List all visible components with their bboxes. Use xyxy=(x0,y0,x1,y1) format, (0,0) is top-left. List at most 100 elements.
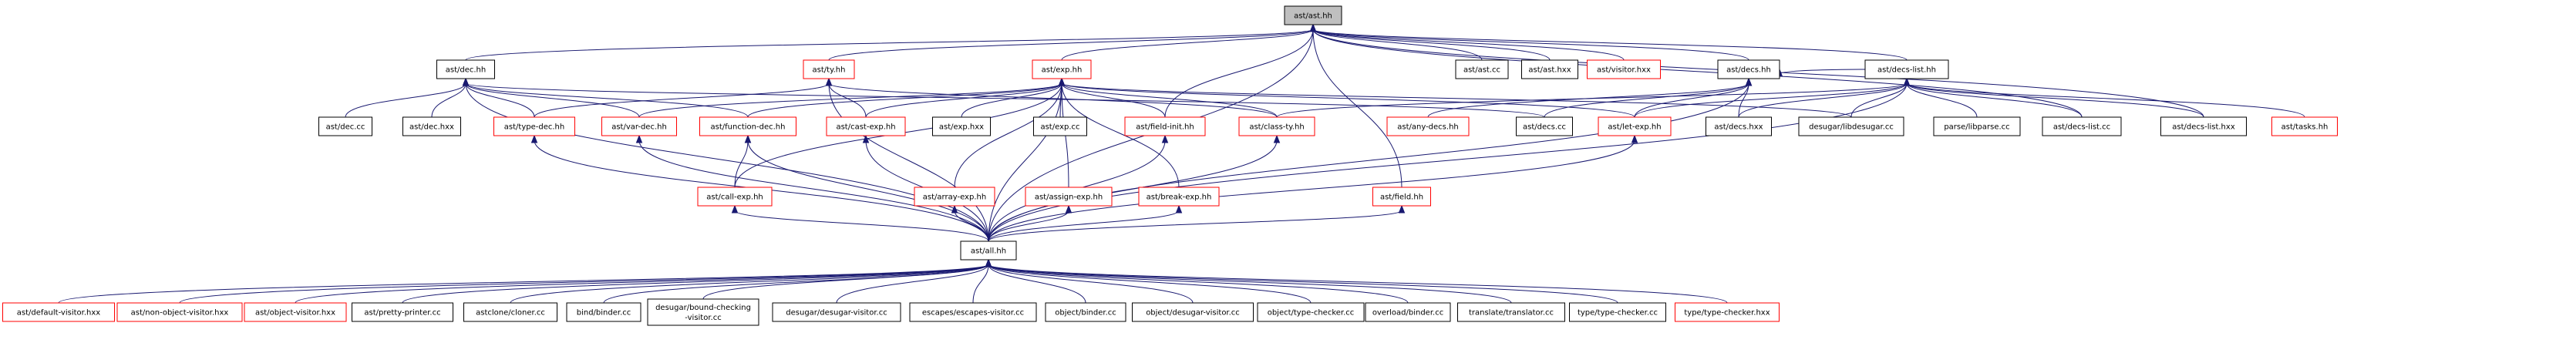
node-box xyxy=(1675,302,1780,322)
edge-dec_hh-to-dec_hxx xyxy=(431,82,466,118)
node-label: ast/assign-exp.hh xyxy=(1035,193,1103,202)
edge-exp_hh-to-break_exp_hh xyxy=(1061,82,1180,188)
node-label: ast/exp.hh xyxy=(1042,66,1083,75)
node-dec-hh[interactable]: ast/dec.hh xyxy=(436,59,495,79)
edge-ast_hh-to-field_hh xyxy=(1312,29,1402,188)
node-let-exp-hh[interactable]: ast/let-exp.hh xyxy=(1598,116,1672,136)
node-type-dec-hh[interactable]: ast/type-dec.hh xyxy=(493,116,575,136)
node-field-init-hh[interactable]: ast/field-init.hh xyxy=(1124,116,1206,136)
arrowhead-array_exp_hh-to-all_hh xyxy=(951,204,958,214)
node-overload-binder-cc[interactable]: overload/binder.cc xyxy=(1365,302,1451,322)
node-decs-list-hxx[interactable]: ast/decs-list.hxx xyxy=(2160,116,2247,136)
node-box xyxy=(1138,187,1220,207)
node-ty-hh[interactable]: ast/ty.hh xyxy=(803,59,855,79)
edge-assign_exp_hh-to-all_hh xyxy=(988,210,1069,242)
node-exp-hxx[interactable]: ast/exp.hxx xyxy=(932,116,991,136)
node-non-object-visitor-hxx[interactable]: ast/non-object-visitor.hxx xyxy=(116,302,243,322)
node-object-type-checker-cc[interactable]: object/type-checker.cc xyxy=(1257,302,1365,322)
node-libdesugar-cc[interactable]: desugar/libdesugar.cc xyxy=(1798,116,1904,136)
node-cast-exp-hh[interactable]: ast/cast-exp.hh xyxy=(826,116,906,136)
node-object-visitor-hxx[interactable]: ast/object-visitor.hxx xyxy=(244,302,347,322)
arrowhead-var_dec_hh-to-all_hh xyxy=(635,134,643,143)
edge-decs_hh-to-decs_cc xyxy=(1544,82,1749,118)
node-tasks-hh[interactable]: ast/tasks.hh xyxy=(2271,116,2338,136)
node-label: object/desugar-visitor.cc xyxy=(1146,309,1240,318)
node-label: astclone/cloner.cc xyxy=(476,309,545,318)
node-libparse-cc[interactable]: parse/libparse.cc xyxy=(1933,116,2021,136)
edge-all_hh-to-cloner_cc xyxy=(510,264,989,304)
node-label: ast/decs-list.hh xyxy=(1877,66,1936,75)
edge-dec_hh-to-decs_cc xyxy=(465,82,1545,118)
edge-decs_hh-to-any_decs_hh xyxy=(1427,82,1749,118)
node-bounds-checking-cc[interactable]: desugar/bound-checking-visitor.cc xyxy=(647,298,759,326)
node-label: type/type-checker.hxx xyxy=(1684,309,1770,318)
node-label: ast/dec.hh xyxy=(446,66,486,75)
node-label: ast/field.hh xyxy=(1380,193,1423,202)
node-call-exp-hh[interactable]: ast/call-exp.hh xyxy=(697,187,773,207)
node-label-line2: -visitor.cc xyxy=(685,314,721,322)
node-all-hh[interactable]: ast/all.hh xyxy=(960,240,1017,261)
node-ast-cc[interactable]: ast/ast.cc xyxy=(1455,59,1509,79)
node-break-exp-hh[interactable]: ast/break-exp.hh xyxy=(1138,187,1220,207)
node-type-checker-hxx[interactable]: type/type-checker.hxx xyxy=(1675,302,1780,322)
node-label: ast/pretty-printer.cc xyxy=(364,309,440,318)
node-label: ast/object-visitor.hxx xyxy=(255,309,335,318)
edge-field_hh-to-all_hh xyxy=(988,210,1402,242)
node-array-exp-hh[interactable]: ast/array-exp.hh xyxy=(914,187,995,207)
node-translator-cc[interactable]: translate/translator.cc xyxy=(1457,302,1565,322)
node-var-dec-hh[interactable]: ast/var-dec.hh xyxy=(601,116,677,136)
node-default-visitor-hxx[interactable]: ast/default-visitor.hxx xyxy=(2,302,115,322)
edge-dec_hh-to-function_dec_hh xyxy=(465,82,749,118)
node-box xyxy=(1457,302,1565,322)
node-label: bind/binder.cc xyxy=(577,309,631,318)
node-box xyxy=(1238,116,1315,136)
node-cloner-cc[interactable]: astclone/cloner.cc xyxy=(463,302,557,322)
node-object-desugar-visitor-cc[interactable]: object/desugar-visitor.cc xyxy=(1132,302,1254,322)
node-function-dec-hh[interactable]: ast/function-dec.hh xyxy=(699,116,796,136)
node-object-binder-cc[interactable]: object/binder.cc xyxy=(1045,302,1126,322)
edge-all_hh-to-object_binder_cc xyxy=(988,264,1086,304)
node-box xyxy=(1864,59,1949,79)
arrowhead-ty_hh-to-all_hh xyxy=(825,77,833,86)
node-decs-hh[interactable]: ast/decs.hh xyxy=(1717,59,1780,79)
node-pretty-printer-cc[interactable]: ast/pretty-printer.cc xyxy=(352,302,453,322)
arrowhead-ast_hh-to-decs_list_cc xyxy=(1309,23,1317,32)
node-decs-cc[interactable]: ast/decs.cc xyxy=(1516,116,1573,136)
arrowhead-field_hh-to-all_hh xyxy=(1398,204,1406,214)
node-box xyxy=(2,302,115,322)
edge-ast_hh-to-dec_hh xyxy=(465,29,1314,61)
edge-all_hh-to-pretty_printer_cc xyxy=(402,264,989,304)
node-decs-list-hh[interactable]: ast/decs-list.hh xyxy=(1864,59,1949,79)
node-label: object/binder.cc xyxy=(1055,309,1116,318)
node-box xyxy=(1025,187,1113,207)
node-assign-exp-hh[interactable]: ast/assign-exp.hh xyxy=(1025,187,1113,207)
node-bind-binder-cc[interactable]: bind/binder.cc xyxy=(566,302,641,322)
node-label: type/type-checker.cc xyxy=(1578,309,1658,318)
node-type-checker-cc[interactable]: type/type-checker.cc xyxy=(1569,302,1666,322)
edge-decs_list_hh-to-decs_list_hxx xyxy=(1906,82,2204,118)
node-label: ast/visitor.hxx xyxy=(1597,66,1651,75)
arrowhead-assign_exp_hh-to-all_hh xyxy=(1065,204,1072,214)
node-exp-hh[interactable]: ast/exp.hh xyxy=(1032,59,1092,79)
node-ast-hxx[interactable]: ast/ast.hxx xyxy=(1521,59,1578,79)
edge-all_hh-to-escapes_visitor_cc xyxy=(972,264,989,304)
node-decs-hxx[interactable]: ast/decs.hxx xyxy=(1706,116,1772,136)
node-escapes-visitor-cc[interactable]: escapes/escapes-visitor.cc xyxy=(909,302,1037,322)
node-class-ty-hh[interactable]: ast/class-ty.hh xyxy=(1238,116,1315,136)
node-dec-hxx[interactable]: ast/dec.hxx xyxy=(402,116,461,136)
node-dec-cc[interactable]: ast/dec.cc xyxy=(318,116,372,136)
arrowhead-cast_exp_hh-to-all_hh xyxy=(862,134,870,143)
arrowhead-exp_hh-to-all_hh xyxy=(1058,77,1066,86)
node-ast-hh[interactable]: ast/ast.hh xyxy=(1284,5,1342,25)
node-field-hh[interactable]: ast/field.hh xyxy=(1372,187,1431,207)
node-box xyxy=(402,116,461,136)
node-box xyxy=(909,302,1037,322)
node-visitor-hxx[interactable]: ast/visitor.hxx xyxy=(1587,59,1661,79)
node-desugar-visitor-cc[interactable]: desugar/desugar-visitor.cc xyxy=(772,302,901,322)
node-box xyxy=(352,302,453,322)
node-exp-cc[interactable]: ast/exp.cc xyxy=(1033,116,1087,136)
node-any-decs-hh[interactable]: ast/any-decs.hh xyxy=(1386,116,1470,136)
node-label: desugar/desugar-visitor.cc xyxy=(786,309,887,318)
node-decs-list-cc[interactable]: ast/decs-list.cc xyxy=(2042,116,2122,136)
edge-exp_hh-to-let_exp_hh xyxy=(1061,82,1635,118)
